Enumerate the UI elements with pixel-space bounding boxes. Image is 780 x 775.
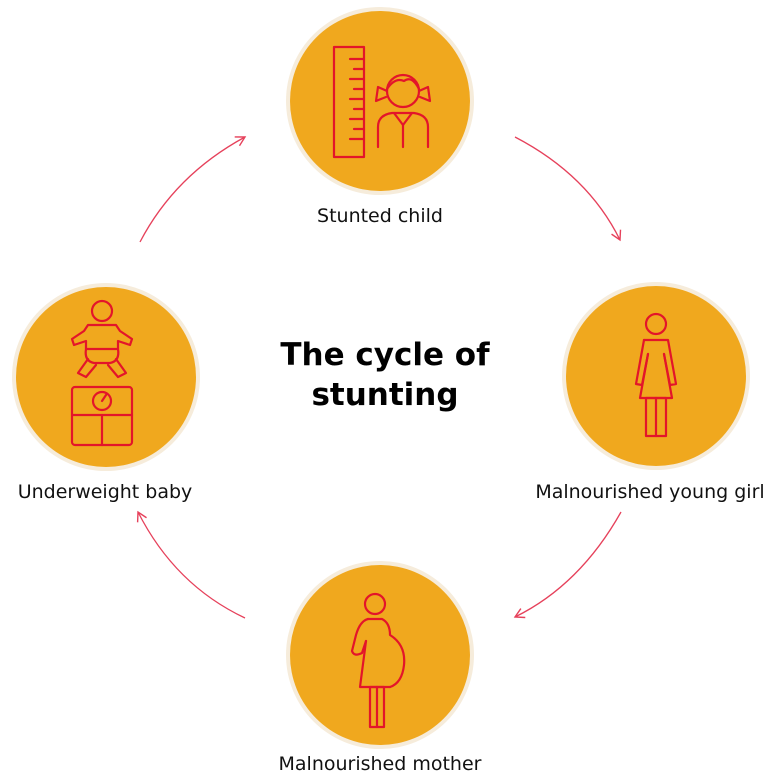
ruler-and-girl-icon (332, 45, 432, 159)
young-girl-icon (634, 312, 678, 438)
node-underweight-baby (16, 287, 196, 467)
node-malnourished-mother (290, 565, 470, 745)
node-stunted-child (290, 11, 470, 191)
label-malnourished-mother: Malnourished mother (278, 753, 482, 775)
arrow-baby-to-child (139, 136, 247, 243)
arrow-child-to-girl (514, 136, 622, 242)
arrow-girl-to-mother (513, 511, 622, 619)
label-stunted-child: Stunted child (317, 205, 443, 227)
label-malnourished-young-girl: Malnourished young girl (535, 481, 765, 503)
node-malnourished-young-girl (566, 286, 746, 466)
diagram-title: The cycle of stunting (280, 337, 490, 413)
baby-on-scale-icon (70, 299, 134, 447)
label-underweight-baby: Underweight baby (17, 481, 193, 503)
pregnant-woman-icon (350, 592, 406, 729)
arrow-mother-to-baby (136, 510, 246, 619)
